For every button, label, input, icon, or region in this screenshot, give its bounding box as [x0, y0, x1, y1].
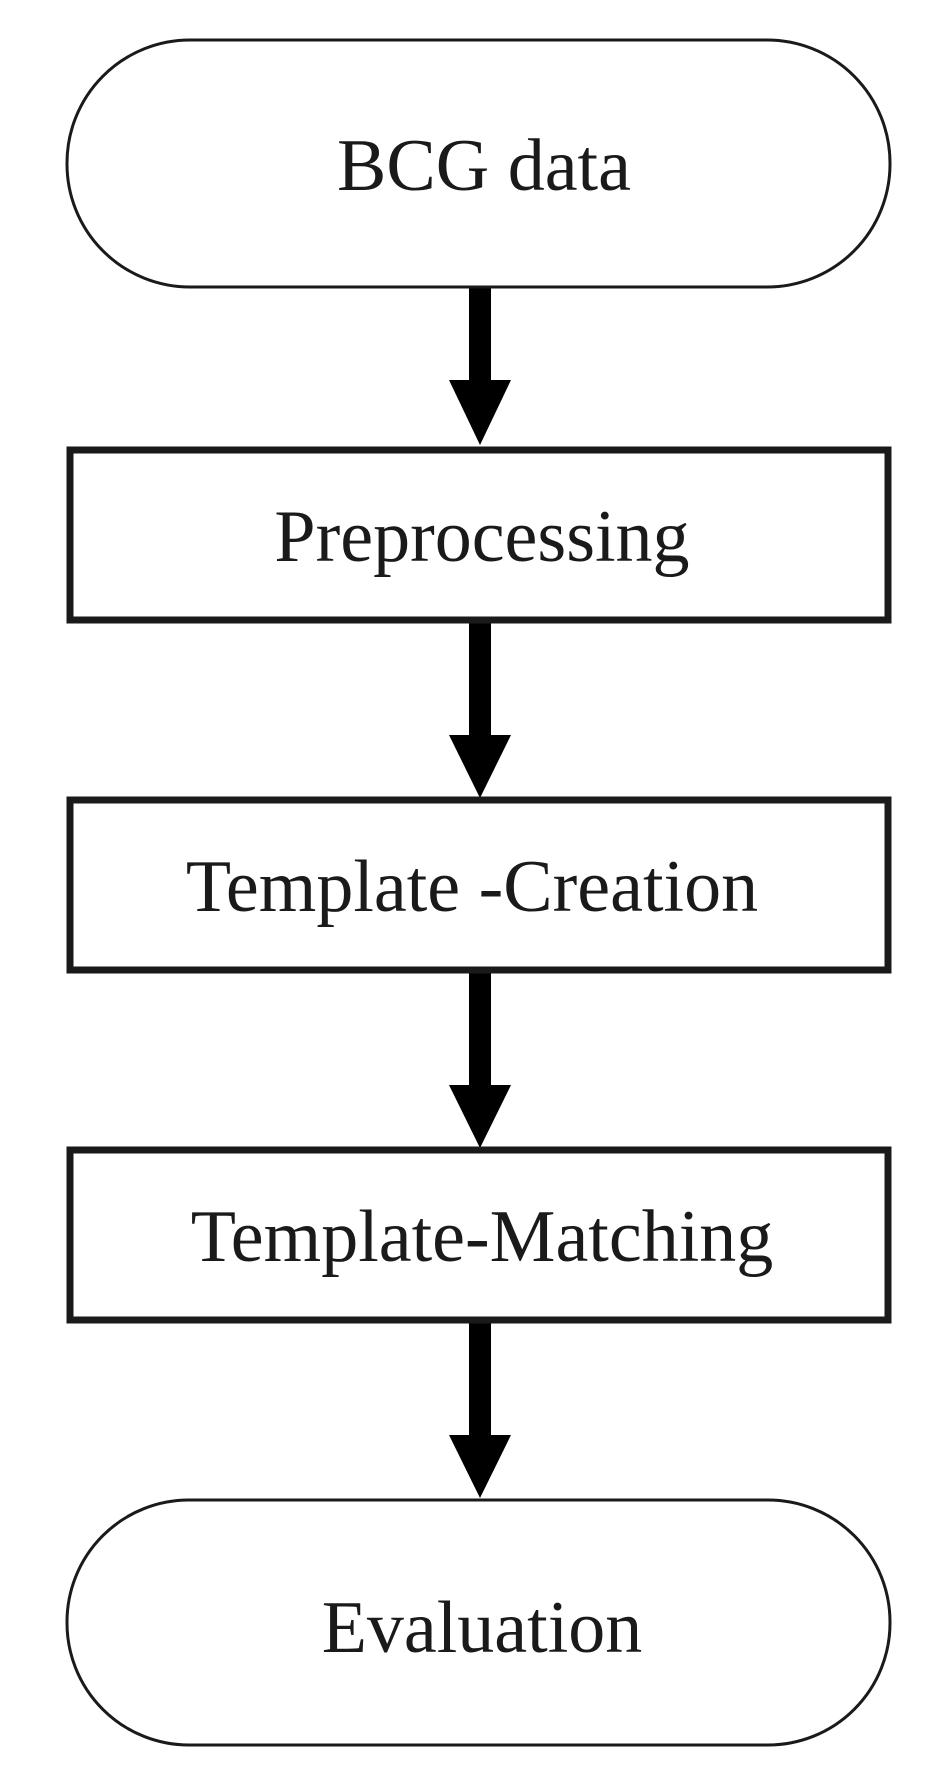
arrow-shaft — [469, 593, 491, 738]
process-box — [66, 796, 892, 974]
node-label: Template-Matching — [191, 1196, 774, 1278]
terminal-shape — [65, 1498, 892, 1747]
flow-arrow — [449, 945, 511, 1148]
arrow-head — [449, 1085, 511, 1148]
node-label: BCG data — [337, 125, 631, 207]
process-node: Template -Creation — [66, 796, 892, 974]
process-node: Preprocessing — [66, 446, 892, 624]
node-label: Evaluation — [322, 1587, 643, 1669]
flow-arrow — [449, 593, 511, 798]
arrow-shaft — [469, 945, 491, 1090]
node-label: Preprocessing — [274, 496, 689, 578]
arrow-head — [449, 380, 511, 445]
process-node: Template-Matching — [66, 1146, 892, 1324]
arrow-head — [449, 735, 511, 798]
process-box — [66, 1146, 892, 1324]
arrow-shaft — [469, 1295, 491, 1440]
start-node: BCG data — [65, 38, 892, 289]
terminal-shape — [65, 38, 892, 289]
process-box — [66, 446, 892, 624]
end-node: Evaluation — [65, 1498, 892, 1747]
flow-arrow — [449, 1295, 511, 1498]
node-label: Template -Creation — [186, 846, 758, 928]
arrow-head — [449, 1435, 511, 1498]
